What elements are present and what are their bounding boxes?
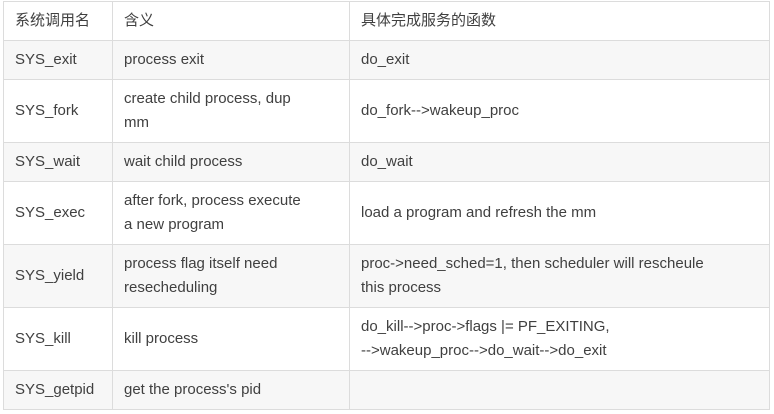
table-row: SYS_exit process exit do_exit [3,40,770,80]
header-syscall-name: 系统调用名 [3,1,113,41]
table-row: SYS_fork create child process, dup mm do… [3,79,770,143]
header-meaning: 含义 [112,1,350,41]
cell-syscall: SYS_getpid [3,370,113,410]
cell-functions: do_fork-->wakeup_proc [349,79,770,143]
table-row: SYS_getpid get the process's pid [3,370,770,410]
cell-meaning: kill process [112,307,350,371]
cell-meaning: process exit [112,40,350,80]
table-row: SYS_kill kill process do_kill-->proc->fl… [3,307,770,371]
cell-functions: do_exit [349,40,770,80]
cell-meaning: get the process's pid [112,370,350,410]
table-row: SYS_wait wait child process do_wait [3,142,770,182]
cell-syscall: SYS_exec [3,181,113,245]
cell-functions: load a program and refresh the mm [349,181,770,245]
cell-syscall: SYS_wait [3,142,113,182]
syscall-table: 系统调用名 含义 具体完成服务的函数 SYS_exit process exit… [3,1,770,410]
cell-meaning: create child process, dup mm [112,79,350,143]
cell-functions: proc->need_sched=1, then scheduler will … [349,244,770,308]
header-service-functions: 具体完成服务的函数 [349,1,770,41]
cell-syscall: SYS_yield [3,244,113,308]
cell-syscall: SYS_fork [3,79,113,143]
cell-functions: do_wait [349,142,770,182]
cell-syscall: SYS_kill [3,307,113,371]
table-header-row: 系统调用名 含义 具体完成服务的函数 [3,1,770,41]
cell-functions: do_kill-->proc->flags |= PF_EXITING, -->… [349,307,770,371]
cell-functions [349,370,770,410]
cell-meaning: after fork, process execute a new progra… [112,181,350,245]
table-row: SYS_yield process flag itself need resec… [3,244,770,308]
cell-meaning: process flag itself need resecheduling [112,244,350,308]
table-row: SYS_exec after fork, process execute a n… [3,181,770,245]
cell-syscall: SYS_exit [3,40,113,80]
cell-meaning: wait child process [112,142,350,182]
